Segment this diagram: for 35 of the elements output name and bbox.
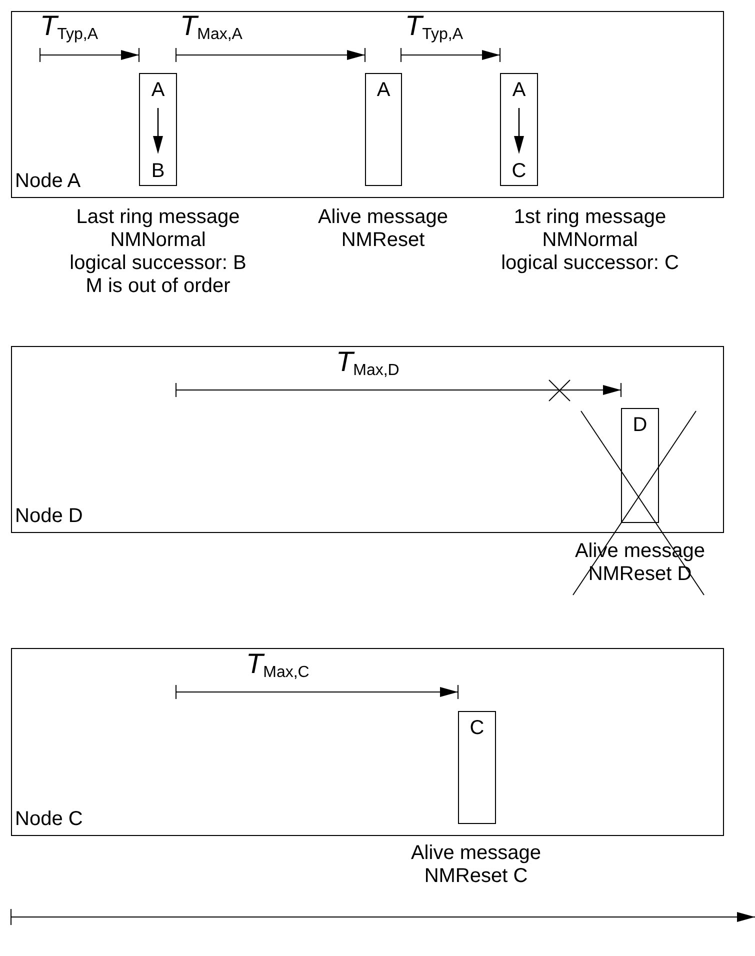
message-caption: Alive message [318,206,448,229]
message-box [621,408,659,523]
message-caption: logical successor: B [70,252,246,275]
message-caption: M is out of order [86,275,230,298]
message-box [458,711,496,824]
node-label: Node C [15,809,83,829]
duration-label: T$_{Max,D}$ [336,348,400,376]
node-label: Node A [15,171,81,191]
message-sender: C [468,718,486,738]
message-sender: A [376,80,392,100]
message-box [500,73,538,186]
message-caption: Last ring message [76,206,240,229]
message-caption: NMReset D [588,563,692,586]
message-sender: A [511,80,527,100]
node-label: Node D [15,506,83,526]
message-sender: A [150,80,166,100]
node-band [11,346,724,533]
message-caption: 1st ring message [514,206,666,229]
duration-label: T$_{Max,A}$ [180,12,242,40]
duration-label: T$_{Typ,A}$ [405,12,464,40]
message-caption: logical successor: C [501,252,679,275]
message-box [139,73,177,186]
node-band [11,11,724,198]
duration-label: T$_{Typ,A}$ [40,12,98,40]
message-receiver: B [150,161,166,181]
message-caption: NMReset C [424,865,528,888]
message-caption: NMNormal [542,229,638,252]
message-caption: NMNormal [110,229,206,252]
message-caption: Alive message [410,842,542,865]
message-sender: D [632,415,648,435]
message-receiver: C [510,161,528,181]
node-band [11,648,724,836]
duration-label: T$_{Max,C}$ [246,650,310,678]
message-box [365,73,402,186]
message-caption: NMReset [341,229,425,252]
